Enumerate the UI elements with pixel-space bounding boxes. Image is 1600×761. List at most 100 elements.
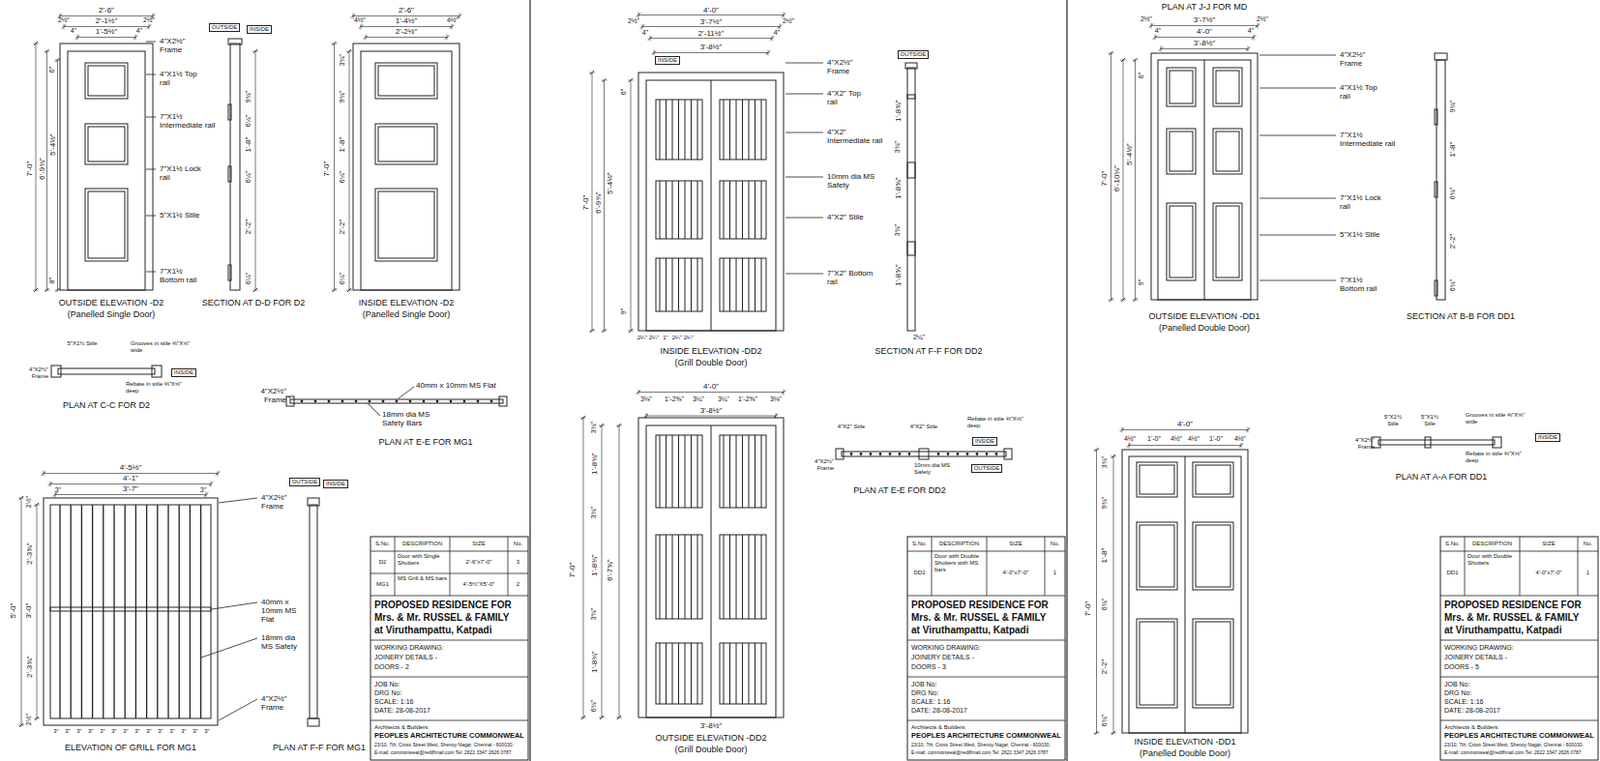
dimension-tick: [640, 25, 645, 30]
dimension-text: 1'-8": [1099, 548, 1109, 564]
extension-line: [55, 59, 61, 61]
safety-bar: [684, 643, 686, 705]
dimension-text: 7'-0": [567, 562, 577, 579]
annotation-text: 23/10, 7th. Cross Street West, Shenoy Na…: [911, 742, 1051, 749]
panel-outline: [1136, 462, 1178, 498]
extension-line: [32, 43, 39, 45]
annotation-text: 3": [200, 486, 207, 495]
annotation-text: 3": [157, 728, 163, 736]
annotation-text: 7"X1½ Intermediate rail: [159, 112, 216, 130]
annotation-text: 3¼": [717, 395, 730, 404]
dimension-tick: [644, 414, 649, 418]
safety-bar: [748, 258, 750, 312]
dimension-tick: [1109, 51, 1114, 56]
panel-outline: [375, 62, 438, 99]
table-line: [1440, 677, 1599, 679]
dimension-text: 7'-0": [1099, 171, 1109, 187]
bar-section: [850, 452, 854, 456]
extension-line: [1120, 59, 1126, 61]
title-text: Mrs. & Mr. RUSSEL & FAMILY: [911, 612, 1046, 624]
bar-section: [300, 400, 304, 404]
plan-shutter: [841, 451, 1007, 457]
safety-bar: [754, 534, 756, 620]
annotation-text: 3⅛": [640, 395, 652, 404]
section-frame: [1434, 53, 1448, 60]
dimension-line: [21, 498, 23, 726]
safety-bar: [729, 180, 731, 239]
dimension-text: 9¾": [1100, 497, 1109, 509]
safety-bar: [729, 99, 731, 160]
dimension-line: [57, 59, 59, 291]
dimension-tick: [1255, 24, 1260, 29]
annotation-text: 4'-1": [122, 474, 139, 483]
safety-bar: [200, 504, 202, 719]
bar-frame: [719, 99, 767, 160]
safety-bar: [690, 435, 692, 508]
safety-bar: [723, 99, 725, 160]
safety-bar: [736, 99, 738, 160]
dimension-tick: [363, 35, 368, 40]
safety-bar: [135, 504, 137, 719]
dimension-tick: [1111, 731, 1116, 736]
annotation-text: DOORS - 5: [1444, 663, 1480, 672]
annotation-text: 4"X2½" Frame: [1345, 437, 1375, 451]
panel-outline: [1213, 128, 1243, 175]
dimension-text: 9": [1137, 279, 1146, 286]
leader-line: [785, 177, 824, 178]
safety-bar: [659, 180, 661, 239]
door-shutter: [360, 51, 452, 291]
dimension-text: 9¾": [338, 90, 347, 103]
dimension-tick: [617, 715, 622, 720]
leader-line: [1259, 280, 1336, 282]
annotation-text: JOB No:: [374, 681, 400, 689]
safety-bar: [684, 99, 686, 160]
safety-bar: [678, 99, 680, 160]
dimension-tick: [34, 503, 39, 507]
meeting-stile: [711, 425, 712, 718]
table-line: [1577, 536, 1579, 596]
annotation-text: SIZE: [1541, 540, 1555, 548]
annotation-text: 10mm dia MS Safety: [914, 462, 963, 476]
plan-frame: [286, 396, 295, 407]
dimension-line: [50, 483, 211, 485]
annotation-text: DESCRIPTION: [1472, 540, 1512, 548]
safety-bar: [684, 435, 686, 508]
extension-line: [360, 24, 362, 30]
leader-line: [785, 273, 824, 275]
safety-bar: [748, 643, 750, 705]
extension-line: [217, 471, 219, 477]
annotation-text: 2¼": [649, 334, 659, 342]
annotation-text: DESCRIPTION: [939, 540, 979, 548]
extension-line: [63, 24, 65, 30]
annotation-text: S.No.: [375, 540, 390, 548]
dimension-tick: [1251, 35, 1256, 40]
bar-section: [355, 400, 358, 404]
panel-outline: [378, 126, 435, 162]
extension-line: [1128, 443, 1130, 449]
safety-bar: [146, 504, 148, 719]
annotation-text: 7"X1½ Lock rail: [159, 164, 203, 182]
safety-bar: [736, 435, 738, 508]
bar-frame: [719, 435, 767, 508]
dimension-text: 1'-8": [1448, 142, 1457, 158]
safety-bar: [754, 180, 756, 239]
dimension-line: [365, 36, 447, 38]
door-shutter: [646, 425, 776, 718]
extension-line: [1110, 456, 1117, 458]
dimension-tick: [1239, 444, 1244, 448]
dimension-text: 5'-0": [8, 603, 18, 620]
bar-section: [436, 400, 440, 404]
annotation-text: Rebate in stile ⅜"X⅝" deep: [1465, 450, 1526, 465]
dimension-text: 6": [1137, 72, 1146, 79]
bar-section: [859, 452, 863, 456]
safety-bar: [697, 534, 699, 620]
annotation-text: 4½": [1187, 435, 1200, 444]
annotation-text: 23/10, 7th. Cross Street West, Shenoy Na…: [374, 742, 514, 749]
dimension-line: [46, 51, 48, 291]
dimension-tick: [1111, 454, 1116, 459]
side-tag: INSIDE: [246, 25, 272, 34]
dimension-tick: [19, 723, 24, 728]
safety-bar: [684, 534, 686, 620]
annotation-text: Architects & Builders:: [911, 724, 967, 732]
